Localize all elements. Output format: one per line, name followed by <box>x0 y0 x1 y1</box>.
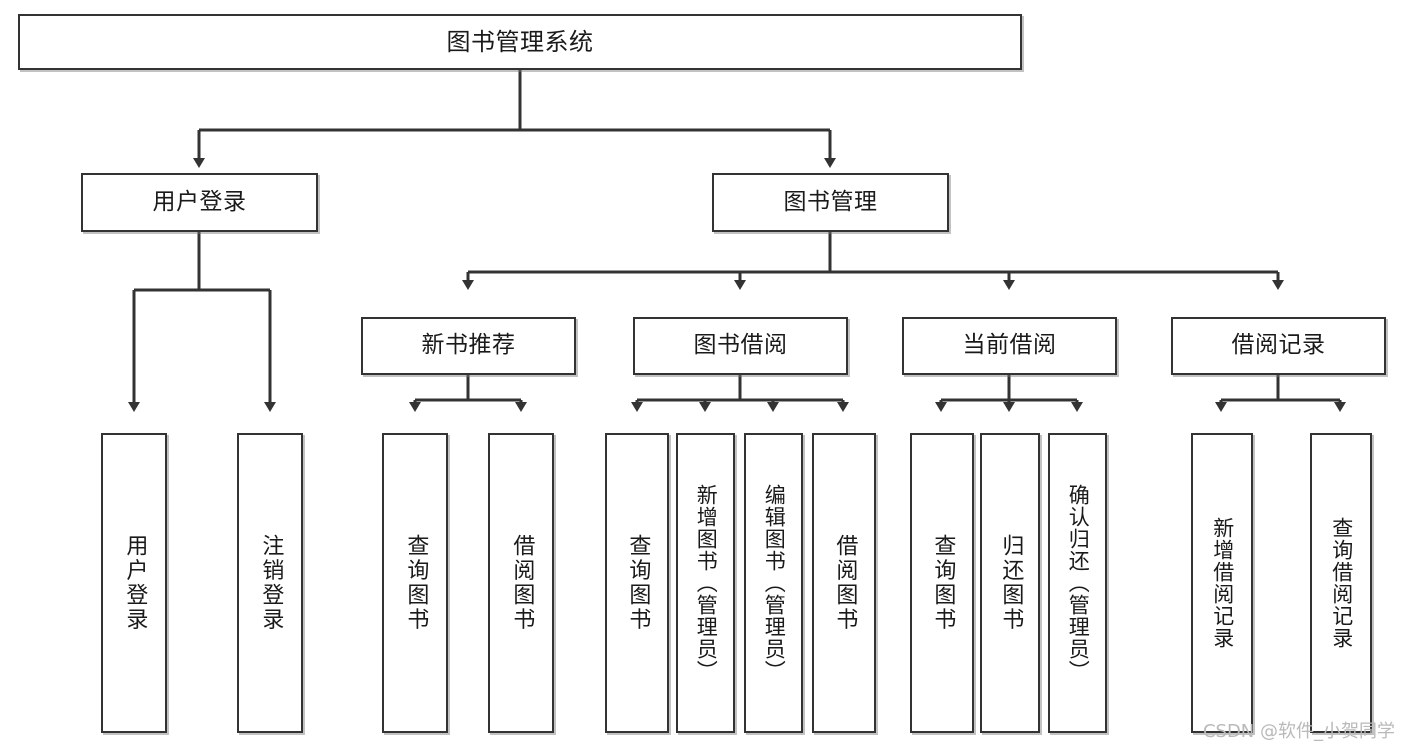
watermark-text: CSDN @软件_小贺同学 <box>1202 721 1395 742</box>
leaf-add-borrow-record[interactable]: 新增借阅记录 <box>1191 433 1253 733</box>
leaf-query-borrow-record[interactable]: 查询借阅记录 <box>1310 433 1372 733</box>
node-book-management[interactable]: 图书管理 <box>712 173 949 232</box>
node-borrow-record[interactable]: 借阅记录 <box>1171 317 1386 375</box>
node-label: 新增借阅记录 <box>1210 517 1235 649</box>
node-label: 当前借阅 <box>962 332 1057 359</box>
leaf-edit-book-admin[interactable]: 编辑图书（管理员） <box>744 433 803 733</box>
leaf-return-book[interactable]: 归还图书 <box>980 433 1040 733</box>
node-root-system[interactable]: 图书管理系统 <box>18 14 1022 70</box>
leaf-query-book-current[interactable]: 查询图书 <box>910 433 974 733</box>
node-user-login[interactable]: 用户登录 <box>81 173 318 232</box>
node-label: 用户登录 <box>122 534 148 632</box>
node-book-borrow[interactable]: 图书借阅 <box>633 317 848 375</box>
node-label: 注销登录 <box>258 534 284 632</box>
node-current-borrow[interactable]: 当前借阅 <box>902 317 1117 375</box>
node-label: 用户登录 <box>152 188 247 215</box>
leaf-add-book-admin[interactable]: 新增图书（管理员） <box>676 433 735 733</box>
node-new-book-recommend[interactable]: 新书推荐 <box>361 317 576 375</box>
node-label: 图书管理 <box>783 188 878 215</box>
leaf-query-book-borrow[interactable]: 查询图书 <box>605 433 669 733</box>
node-label: 借阅记录 <box>1231 332 1326 359</box>
leaf-confirm-return-admin[interactable]: 确认归还（管理员） <box>1048 433 1107 733</box>
node-label: 归还图书 <box>998 534 1024 632</box>
node-label: 借阅图书 <box>509 534 535 632</box>
leaf-borrow-book-recommend[interactable]: 借阅图书 <box>488 433 554 733</box>
node-label: 新书推荐 <box>421 332 516 359</box>
node-label: 查询图书 <box>930 534 956 632</box>
node-label: 新增图书（管理员） <box>694 484 719 682</box>
node-label: 查询图书 <box>403 534 429 632</box>
node-label: 查询图书 <box>625 534 651 632</box>
leaf-query-book-recommend[interactable]: 查询图书 <box>382 433 448 733</box>
node-label: 图书借阅 <box>693 332 788 359</box>
leaf-borrow-book[interactable]: 借阅图书 <box>812 433 876 733</box>
node-label: 确认归还（管理员） <box>1066 484 1091 682</box>
node-label: 编辑图书（管理员） <box>762 484 787 682</box>
leaf-logout[interactable]: 注销登录 <box>237 433 303 733</box>
node-label: 查询借阅记录 <box>1329 517 1354 649</box>
node-label: 图书管理系统 <box>446 27 594 56</box>
node-label: 借阅图书 <box>832 534 858 632</box>
leaf-user-login[interactable]: 用户登录 <box>101 433 167 733</box>
